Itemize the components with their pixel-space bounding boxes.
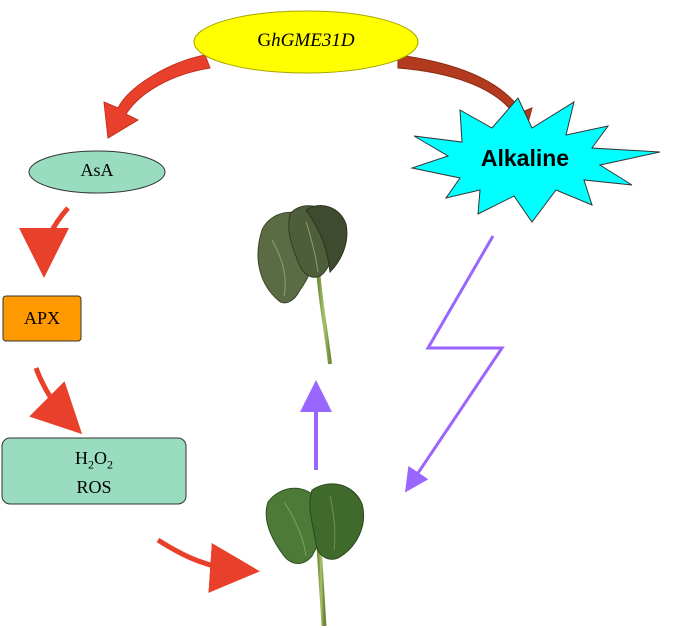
- apx-to-ros-arrow: [29, 367, 83, 435]
- gene-name: hGME31D: [271, 30, 355, 51]
- gene-ellipse: [193, 10, 419, 74]
- ros-to-plant-arrow: [156, 537, 260, 593]
- ros-box: [1, 437, 187, 505]
- apx-label: APX: [23, 308, 60, 328]
- asa-ellipse: [28, 150, 166, 194]
- alkaline-lightning-arrow: [404, 235, 505, 493]
- wilted-plant-icon: [257, 205, 348, 365]
- ros-text: ROS: [76, 476, 112, 497]
- alkaline-starburst: [410, 97, 661, 223]
- gene-to-asa-arrow: [103, 54, 211, 139]
- ros-label: H2O2 ROS: [2, 447, 186, 498]
- asa-to-apx-arrow: [19, 206, 70, 278]
- alkaline-label: Alkaline: [480, 145, 570, 171]
- gene-label: GhGME31D: [197, 30, 415, 52]
- gene-prefix: G: [257, 30, 272, 51]
- h2o2-label: H2O2: [75, 448, 113, 472]
- asa-label: AsA: [80, 160, 114, 180]
- apx-box: [2, 295, 82, 342]
- healthy-plant-icon: [265, 483, 364, 627]
